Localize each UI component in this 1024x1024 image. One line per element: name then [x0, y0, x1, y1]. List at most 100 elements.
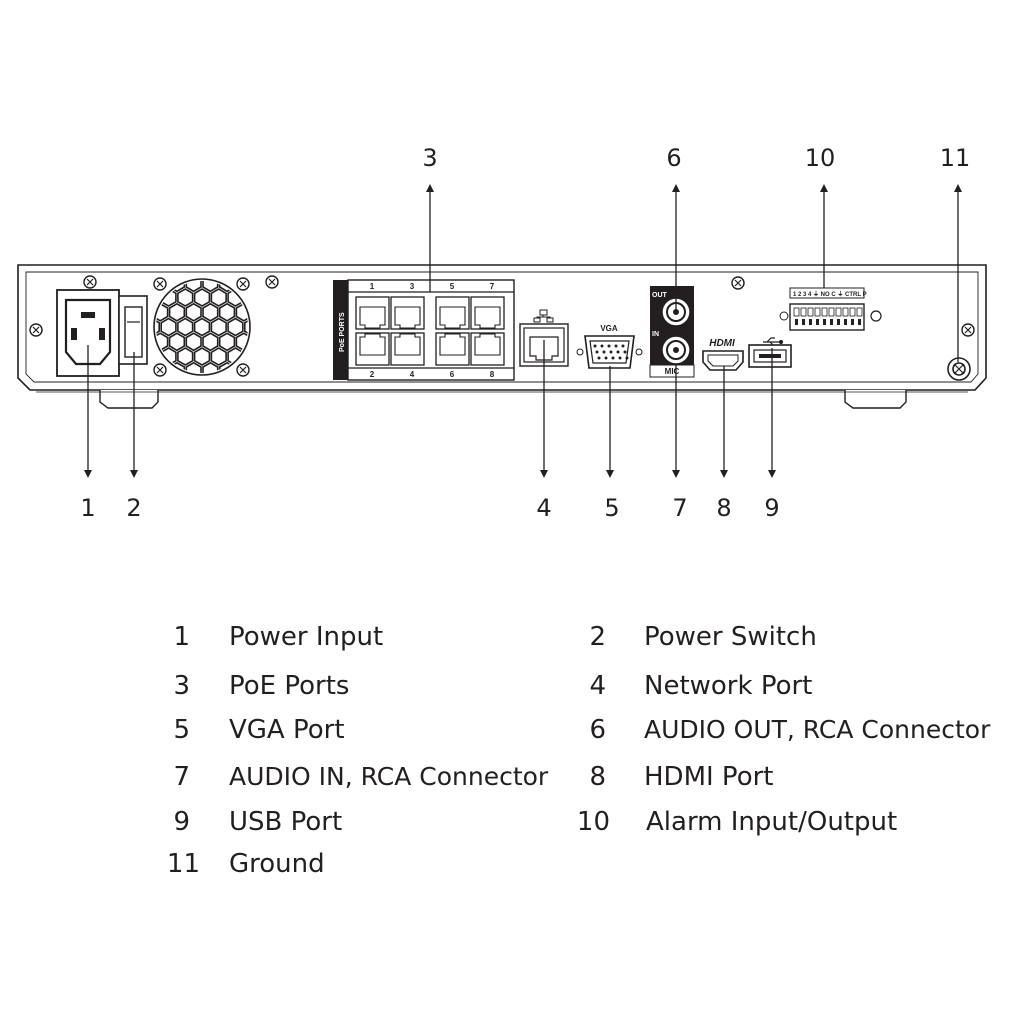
vga-pin	[621, 344, 625, 348]
poe-port	[470, 332, 505, 366]
poe-port-number: 6	[450, 370, 455, 379]
alarm-terminal: 1 2 3 4 ⏚ NO C ⏚ CTRL P	[779, 287, 882, 331]
callout-3: 3	[422, 144, 437, 172]
fan-cell	[210, 288, 227, 307]
alarm-pin	[816, 319, 819, 325]
ground-terminal	[947, 357, 971, 381]
alarm-pin	[807, 307, 814, 317]
legend-text: Power Input	[229, 622, 384, 652]
screw-icon	[153, 277, 167, 291]
legend-text: USB Port	[229, 807, 343, 837]
audio-connectors: OUT IN MIC	[649, 286, 695, 378]
screw-icon	[236, 277, 250, 291]
legend-num: 7	[173, 762, 190, 792]
vga-pin	[597, 356, 601, 360]
legend-num: 1	[173, 622, 190, 652]
fan-cell	[156, 317, 160, 337]
alarm-pin	[823, 319, 826, 325]
fan-cell	[193, 288, 211, 307]
alarm-pin	[814, 307, 821, 317]
fan-cell	[218, 302, 236, 322]
fan-cell	[177, 288, 194, 307]
poe-port-number: 4	[410, 370, 415, 379]
alarm-label: 1 2 3 4 ⏚ NO C ⏚ CTRL P	[793, 291, 867, 298]
screw-icon	[153, 363, 167, 377]
audio-in-label: IN	[652, 331, 659, 338]
callout-11: 11	[940, 144, 971, 172]
audio-out-label: OUT	[652, 292, 668, 299]
callout-7: 7	[672, 494, 687, 522]
poe-port-number: 1	[370, 282, 375, 291]
fan-cell	[210, 317, 227, 337]
callout-2: 2	[126, 494, 141, 522]
vga-pin	[609, 350, 613, 354]
alarm-pin	[828, 307, 835, 317]
fan-cell	[185, 332, 202, 352]
screw-icon	[961, 323, 975, 337]
vga-pin	[602, 350, 606, 354]
poe-port	[390, 296, 425, 330]
alarm-pin	[842, 307, 849, 317]
alarm-pin	[800, 307, 807, 317]
legend-text: AUDIO OUT, RCA Connector	[644, 715, 991, 744]
callout-numbers: 1 2 3 4 5 6 7 8 9 10 11	[80, 144, 970, 522]
alarm-pin	[795, 319, 798, 325]
alarm-pin	[856, 307, 863, 317]
right-foot	[844, 390, 907, 409]
callout-6: 6	[666, 144, 681, 172]
alarm-pin	[844, 319, 847, 325]
poe-port-number: 8	[490, 370, 495, 379]
alarm-pin	[849, 307, 856, 317]
poe-port-number: 3	[410, 282, 415, 291]
vga-port: VGA	[576, 324, 643, 369]
vga-pin	[607, 344, 611, 348]
poe-port-number: 5	[450, 282, 455, 291]
poe-port-number: 2	[370, 370, 375, 379]
legend-text: HDMI Port	[644, 762, 774, 792]
callout-10: 10	[805, 144, 836, 172]
fan-cell	[185, 281, 202, 293]
legend-num: 10	[576, 807, 610, 837]
screw-icon	[29, 323, 43, 337]
poe-port	[470, 296, 505, 330]
poe-port	[355, 332, 390, 366]
vga-pin	[611, 356, 615, 360]
screw-icon	[731, 276, 745, 290]
left-foot	[99, 390, 159, 409]
vga-pin	[604, 356, 608, 360]
fan-cell	[168, 302, 186, 322]
vga-pin	[614, 344, 618, 348]
vga-pin	[623, 350, 627, 354]
legend-num: 8	[589, 762, 606, 792]
callout-4: 4	[536, 494, 551, 522]
alarm-pin	[830, 319, 833, 325]
alarm-pin	[809, 319, 812, 325]
fan-cell	[168, 332, 186, 352]
screw-icon	[236, 363, 250, 377]
vga-pin	[595, 350, 599, 354]
screws	[29, 275, 975, 377]
poe-port	[435, 296, 470, 330]
hdmi-port: HDMI	[702, 338, 744, 371]
legend-num: 6	[589, 715, 606, 745]
audio-in-rca	[661, 335, 691, 365]
poe-label: PoE PORTS	[339, 312, 346, 352]
poe-port	[435, 332, 470, 366]
fan-cell	[202, 281, 219, 293]
mic-label: MIC	[665, 367, 680, 376]
fan-cell	[177, 347, 194, 366]
hdmi-label: HDMI	[709, 338, 735, 349]
legend-text: Alarm Input/Output	[646, 807, 898, 837]
fan-cell	[202, 302, 219, 322]
legend-num: 9	[173, 807, 190, 837]
poe-port	[355, 296, 390, 330]
alarm-pin	[821, 307, 828, 317]
legend-num: 3	[173, 671, 190, 701]
callout-1: 1	[80, 494, 95, 522]
screw-icon	[83, 275, 97, 289]
callout-5: 5	[604, 494, 619, 522]
screw-icon	[265, 275, 279, 289]
